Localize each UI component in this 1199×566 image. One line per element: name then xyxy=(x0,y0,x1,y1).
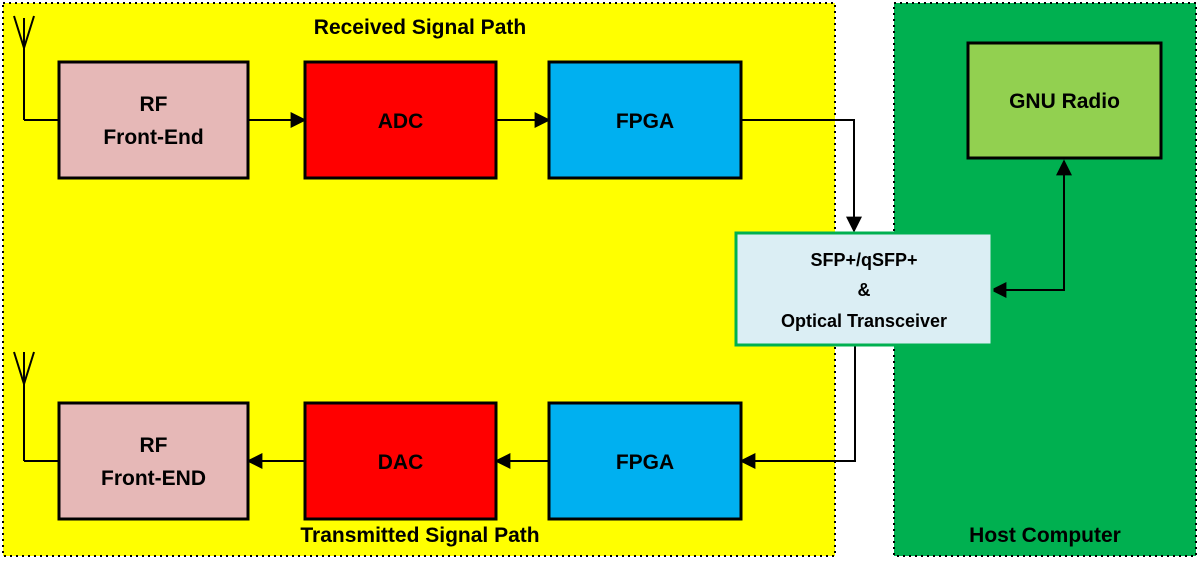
transceiver-label-line1: SFP+/qSFP+ xyxy=(810,250,917,270)
transceiver-label-line2: & xyxy=(858,280,871,300)
arrow-fpga-to-transceiver xyxy=(741,119,862,233)
fpga-rx-label: FPGA xyxy=(616,110,674,133)
rx-antenna-icon xyxy=(13,15,35,120)
tx-connectors xyxy=(24,345,856,469)
adc-block: ADC xyxy=(303,60,498,180)
arrow-transceiver-to-fpga xyxy=(739,345,856,469)
fpga-tx-label: FPGA xyxy=(616,451,674,474)
optical-transceiver-block: SFP+/qSFP+ & Optical Transceiver xyxy=(734,231,994,347)
received-signal-path-label: Received Signal Path xyxy=(314,16,526,39)
arrow-transceiver-gnu-radio xyxy=(990,159,1072,298)
rf-front-end-rx-block: RF Front-End xyxy=(57,60,250,180)
dac-label: DAC xyxy=(378,451,424,474)
rf-tx-label-line2: Front-END xyxy=(101,467,206,490)
rf-rx-label-line1: RF xyxy=(140,93,168,116)
rf-front-end-tx-block: RF Front-END xyxy=(57,401,250,521)
fpga-rx-block: FPGA xyxy=(547,60,743,180)
rx-connectors xyxy=(24,112,862,233)
gnu-radio-label: GNU Radio xyxy=(1009,90,1120,113)
rf-rx-label-line2: Front-End xyxy=(103,126,203,149)
gnu-radio-block: GNU Radio xyxy=(966,41,1163,160)
host-computer-label: Host Computer xyxy=(969,524,1121,547)
transmitted-signal-path-label: Transmitted Signal Path xyxy=(300,524,539,547)
adc-label: ADC xyxy=(378,110,424,133)
rf-tx-label-line1: RF xyxy=(140,434,168,457)
transceiver-label-line3: Optical Transceiver xyxy=(781,311,947,331)
fpga-tx-block: FPGA xyxy=(547,401,743,521)
tx-antenna-icon xyxy=(13,351,35,461)
dac-block: DAC xyxy=(303,401,498,521)
